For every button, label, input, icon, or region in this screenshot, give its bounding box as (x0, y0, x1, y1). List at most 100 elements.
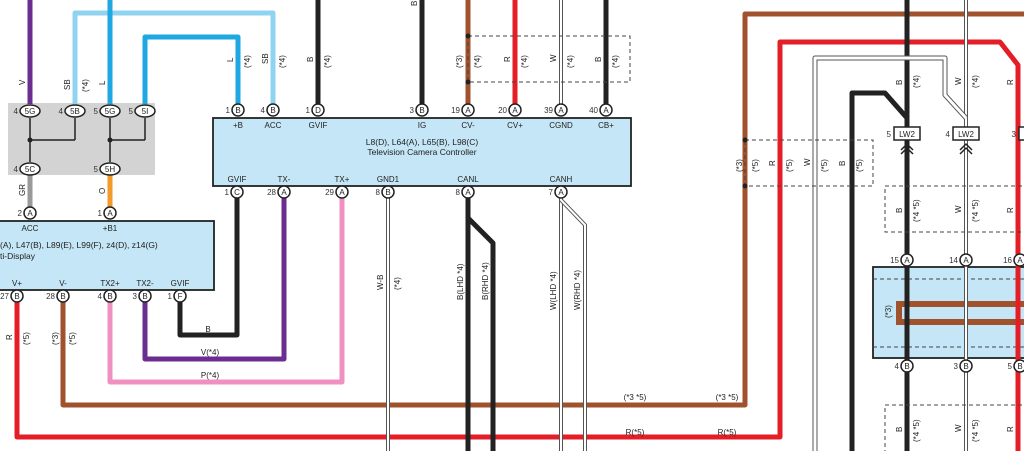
connector-pin: A28 (267, 185, 291, 199)
connector-pin: A1 (98, 206, 117, 220)
pin-number: 4 (895, 362, 900, 371)
label: (*4) (473, 55, 482, 68)
connector-id: A (558, 188, 564, 197)
wire-red (14, 39, 1021, 451)
connector-pin: A 29 (325, 185, 349, 199)
connector-pin: A 14 (949, 253, 973, 267)
label: (*3) (735, 159, 744, 172)
label: CANH (550, 175, 573, 184)
label: (*4 *5) (912, 199, 921, 222)
label: W (803, 158, 812, 166)
label: V (18, 79, 27, 85)
label: CV- (461, 121, 475, 130)
label: B (895, 208, 904, 213)
label: ACC (265, 121, 282, 130)
connector-pin: B4 (261, 103, 280, 117)
label: B (306, 57, 315, 62)
pin-number: 4 (261, 106, 266, 115)
connector-pin: A15 (890, 253, 914, 267)
connector-pin: A39 (544, 103, 568, 117)
connector-id: A (963, 256, 969, 265)
label: L (98, 80, 107, 85)
label: W (954, 205, 963, 213)
pin-number: 1 (168, 292, 173, 301)
pin-number: 3 (133, 292, 138, 301)
pin-number: 4 (59, 107, 64, 116)
label: (*4 *5) (912, 419, 921, 442)
pin-number: 20 (498, 106, 507, 115)
connector-pin: B3 (954, 359, 973, 373)
connector-pin: 5G5 (94, 104, 121, 118)
label: W-B (376, 275, 385, 290)
connector-pin: 5H5 (94, 162, 121, 176)
pin-number: 14 (949, 256, 958, 265)
label: CGND (549, 121, 573, 130)
multi-display-name: ti-Display (0, 251, 36, 261)
connector-id: A (603, 106, 609, 115)
label: O (98, 188, 107, 194)
pin-number: 4 (98, 292, 103, 301)
connector-pin: 5G4 (14, 104, 41, 118)
pin-number: 2 (18, 209, 23, 218)
tv-controller-codes: L8(D), L64(A), L65(B), L98(C) (366, 137, 479, 147)
connector-pin: B8 (376, 185, 395, 199)
television-camera-controller-box (212, 117, 632, 187)
connector-id: B (419, 106, 424, 115)
label: P(*4) (201, 371, 220, 380)
label: B (895, 80, 904, 85)
connector-pin: C1 (225, 185, 244, 199)
label: CANL (457, 175, 479, 184)
pin-number: 4 (14, 165, 19, 174)
connector-id: B (385, 188, 390, 197)
multi-display-codes: (A), L47(B), L89(E), L99(F), z4(D), z14(… (0, 240, 158, 250)
pin-number: 4 (946, 130, 951, 139)
pin-number: 29 (325, 188, 334, 197)
pin-number: 19 (451, 106, 460, 115)
connector-id: A (107, 209, 113, 218)
label: R(*5) (626, 428, 645, 437)
connector-pin: 5B 4 (59, 104, 86, 118)
connector-id: A (281, 188, 287, 197)
pin-number: 4 (14, 107, 19, 116)
label: (*5) (820, 159, 829, 172)
connector-pin: F1 (168, 289, 187, 303)
label: W(RHD *4) (573, 270, 582, 310)
label: B (205, 325, 210, 334)
connector-pin: LW23 (1012, 126, 1024, 141)
label: GR (18, 184, 27, 196)
label: ACC (22, 224, 39, 233)
connector-pin: B27 (0, 289, 24, 303)
label: B (838, 161, 847, 166)
connector-id: 5B (70, 107, 80, 116)
pin-number: 27 (0, 292, 9, 301)
label: (*3) (51, 332, 60, 345)
label: R (1006, 426, 1015, 432)
pin-number: 3 (954, 362, 959, 371)
connector-id: 5I (142, 107, 149, 116)
label: (*4) (278, 55, 287, 68)
connector-id: A (27, 209, 33, 218)
connector-pin: A8 (456, 185, 475, 199)
wire-blue-b (142, 34, 241, 104)
connector-id: A (339, 188, 345, 197)
label: (*4 *5) (971, 419, 980, 442)
connector-id: A (465, 188, 471, 197)
pin-number: 1 (226, 106, 231, 115)
label: TX- (278, 175, 291, 184)
connector-id: B (107, 292, 112, 301)
connector-pin: A2 (18, 206, 37, 220)
label: W(LHD *4) (549, 271, 558, 310)
label: (*5) (785, 159, 794, 172)
connector-id: 5G (105, 107, 116, 116)
label: (*4) (393, 277, 402, 290)
pin-number: 8 (456, 188, 461, 197)
label: B (594, 57, 603, 62)
label: TX+ (335, 175, 350, 184)
label: (*4 *5) (971, 199, 980, 222)
connector-pin: A40 (589, 103, 613, 117)
pin-number: 5 (1008, 362, 1013, 371)
wire-sky-blue (72, 10, 276, 104)
